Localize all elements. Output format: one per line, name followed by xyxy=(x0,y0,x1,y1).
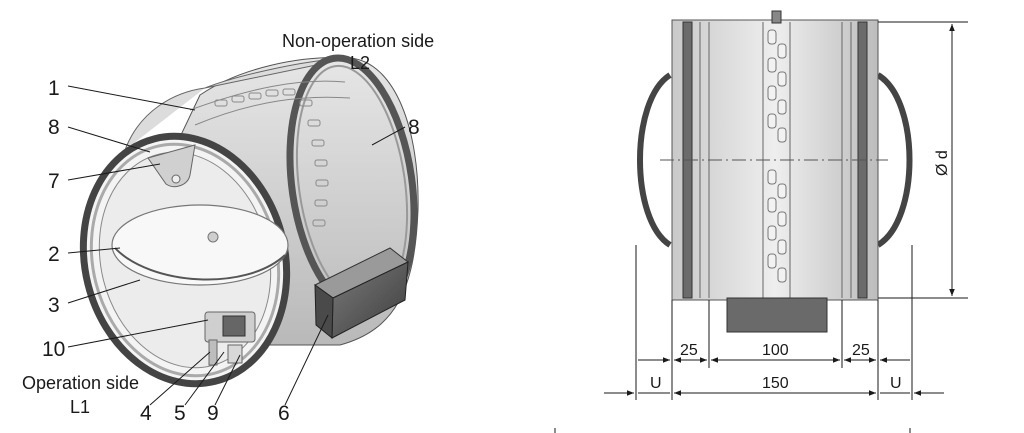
iso-view: 1 8 7 2 3 10 4 5 9 6 8 Non-operation sid… xyxy=(22,31,434,425)
callout-8-left: 8 xyxy=(48,116,60,139)
operation-side-label: Operation side xyxy=(22,373,139,393)
callout-4: 4 xyxy=(140,402,152,425)
dim-150: 150 xyxy=(762,375,789,392)
callout-8-right: 8 xyxy=(408,116,420,139)
bracket xyxy=(147,144,196,188)
l2-label: L2 xyxy=(350,53,370,73)
callout-9: 9 xyxy=(207,402,219,425)
callout-7: 7 xyxy=(48,170,60,193)
handle-right xyxy=(876,72,913,248)
dim-25-left: 25 xyxy=(680,342,698,359)
slot-band xyxy=(214,88,329,227)
dim-100: 100 xyxy=(762,342,789,359)
dim-25-right: 25 xyxy=(852,342,870,359)
callout-1: 1 xyxy=(48,77,60,100)
side-view: Ø d 25 100 25 U 150 xyxy=(554,10,968,433)
callout-3: 3 xyxy=(48,294,60,317)
damper-blade xyxy=(111,204,289,286)
slot-column xyxy=(767,29,787,283)
actuator-side xyxy=(726,297,828,333)
callout-2: 2 xyxy=(48,243,60,266)
callout-6: 6 xyxy=(278,402,290,425)
diameter-dimension xyxy=(878,21,968,299)
dim-u-left: U xyxy=(650,375,662,392)
callout-10: 10 xyxy=(42,338,65,361)
l1-label: L1 xyxy=(70,397,90,417)
top-knob xyxy=(771,10,782,24)
leader-lines xyxy=(67,85,406,406)
extension-lines xyxy=(635,245,913,400)
dim-u-right: U xyxy=(890,375,902,392)
actuator-box xyxy=(314,247,409,340)
diameter-label: Ø d xyxy=(934,150,951,176)
non-operation-side-label: Non-operation side xyxy=(282,31,434,51)
callout-5: 5 xyxy=(174,402,186,425)
handle-left xyxy=(637,72,672,248)
